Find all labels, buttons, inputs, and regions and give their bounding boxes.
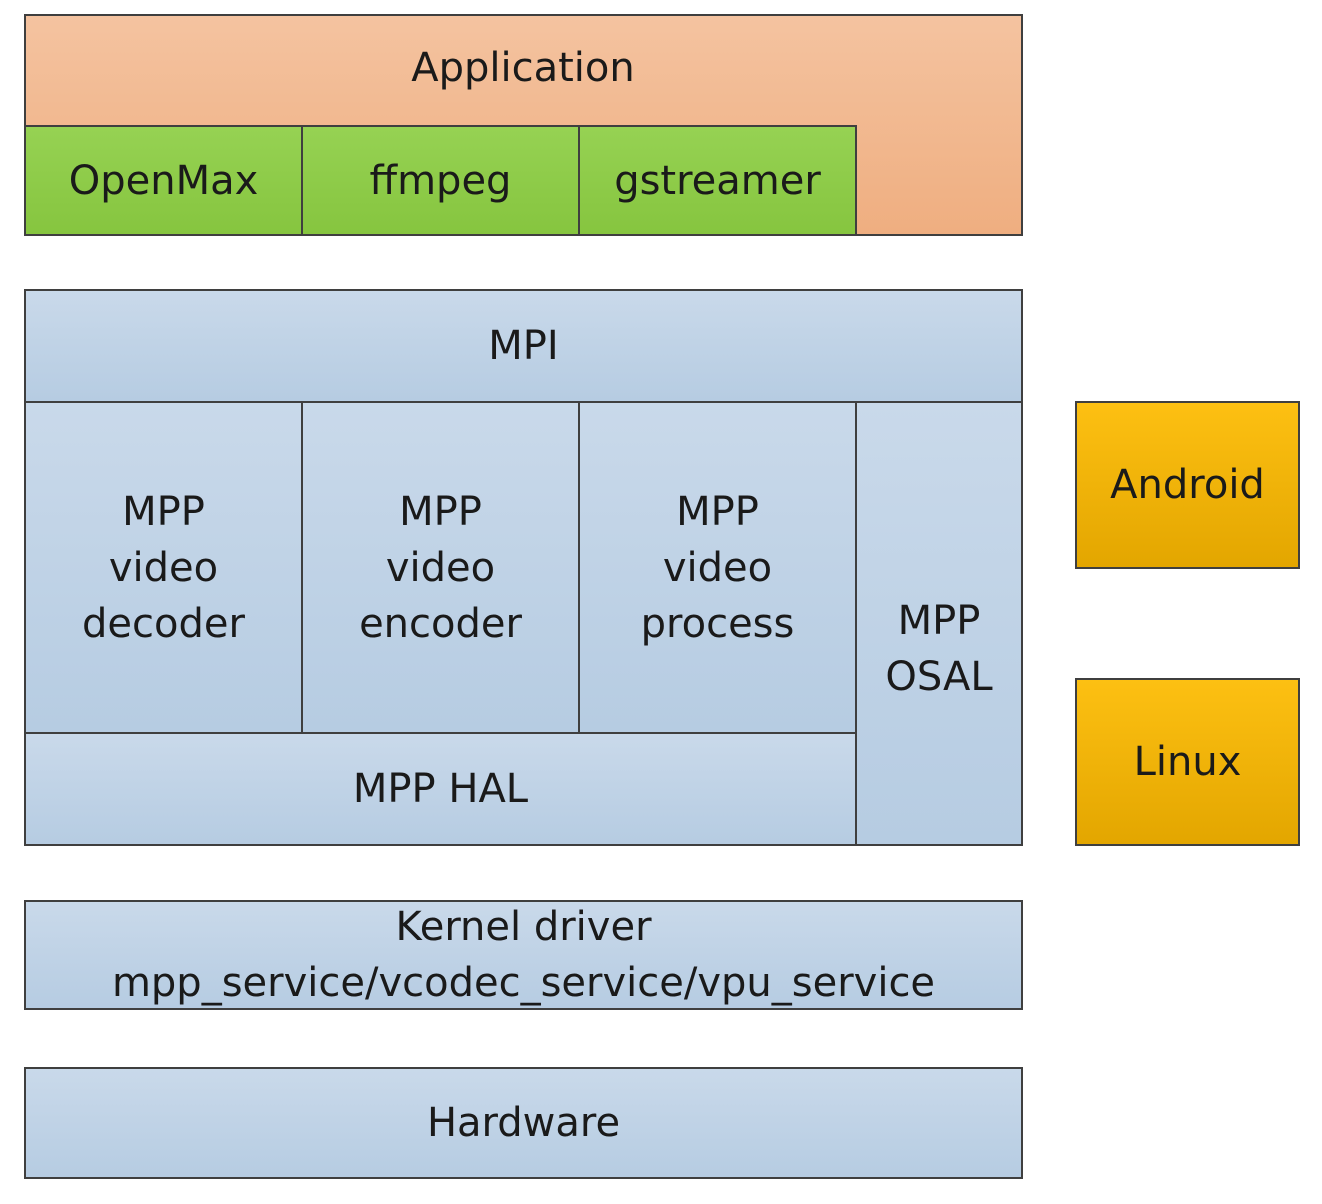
platform-android: Android [1075,401,1300,569]
mpi-label: MPI [488,323,559,369]
mpp-osal-label: MPP OSAL [885,597,993,700]
framework-openmax: OpenMax [24,125,303,236]
mpp-hal-label: MPP HAL [352,766,529,812]
kernel-driver-title: Kernel driver [395,904,652,950]
platform-linux: Linux [1075,678,1300,846]
mpp-video-process-label: MPP video process [640,488,795,647]
framework-gstreamer: gstreamer [578,125,857,236]
hardware-label: Hardware [426,1100,621,1146]
platform-linux-label: Linux [1133,739,1242,785]
framework-ffmpeg: ffmpeg [301,125,580,236]
platform-android-label: Android [1110,462,1265,508]
framework-gstreamer-label: gstreamer [614,157,821,204]
hardware-layer: Hardware [24,1067,1023,1179]
mpp-hal: MPP HAL [24,732,857,846]
application-label: Application [411,45,635,91]
kernel-driver-services: mpp_service/vcodec_service/vpu_service [111,960,936,1006]
mpi-layer: MPI [24,289,1023,403]
mpp-video-process: MPP video process [578,401,857,734]
kernel-driver-layer: Kernel driver mpp_service/vcodec_service… [24,900,1023,1010]
mpp-video-decoder: MPP video decoder [24,401,303,734]
mpp-video-encoder: MPP video encoder [301,401,580,734]
mpp-video-encoder-label: MPP video encoder [359,488,522,647]
framework-openmax-label: OpenMax [68,157,259,204]
mpp-video-decoder-label: MPP video decoder [82,488,245,647]
mpp-osal: MPP OSAL [855,401,1023,846]
framework-ffmpeg-label: ffmpeg [369,157,512,204]
